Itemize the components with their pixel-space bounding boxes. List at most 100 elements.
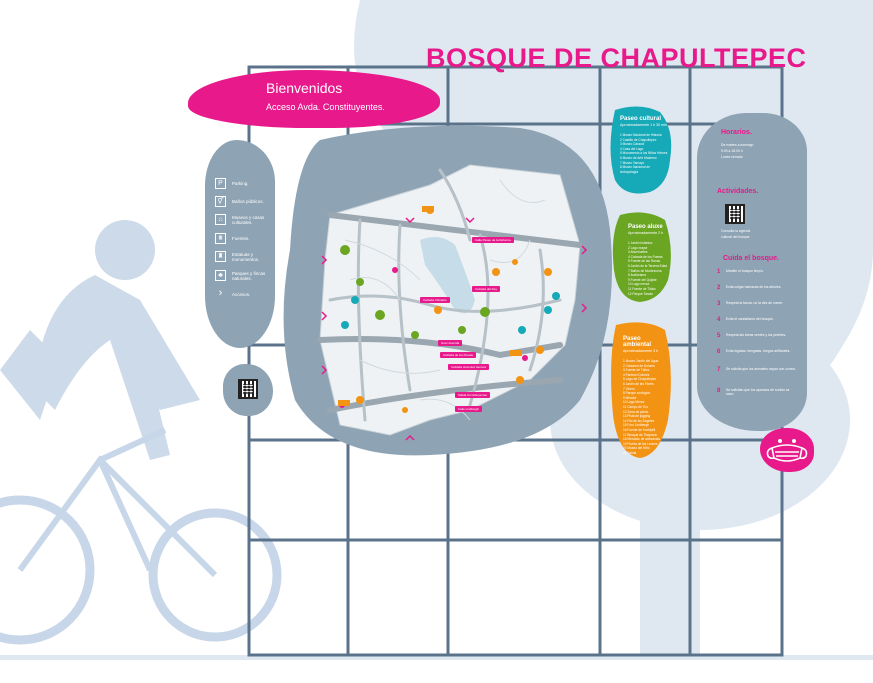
- rule-item: 8 Se solicitan que los aparatos de sonid…: [717, 388, 798, 397]
- list-item: 7 Vivero: [623, 386, 635, 391]
- list-item: 9 Mirador: [623, 395, 637, 400]
- activities-line: cultural del bosque: [721, 235, 750, 239]
- rule-text: Se solicita que los animales vayan con c…: [726, 367, 796, 371]
- list-item: 12 Parque Tarzán: [628, 291, 654, 296]
- hours-line: 5:00 a 18:00 h: [721, 149, 743, 153]
- route-title: Paseo cultural: [620, 116, 662, 122]
- qr-code-icon[interactable]: [725, 204, 745, 224]
- list-item: 16 Fuente de Xochipilli: [623, 427, 656, 432]
- route-duration: Aproximadamente 3 h: [623, 349, 659, 353]
- access-icon: ›: [218, 287, 223, 299]
- legend-label: Museos y casas culturales.: [232, 214, 265, 225]
- rule-text: Mantén el bosque limpio.: [726, 269, 764, 273]
- list-item: 5 Lago de Chapultepec: [623, 377, 656, 382]
- legend-item: ♣ Parques y fincas naturales.: [215, 270, 268, 281]
- route-stops: 1 Jardín botánico 2 Lago mayor 3 Ahuehue…: [628, 241, 668, 296]
- rule-number: 1: [717, 269, 721, 275]
- list-item: 5 Fuente de las Ranas: [628, 259, 661, 264]
- rule-number: 5: [717, 333, 721, 339]
- map-label: Calle Paseo de la Reforma: [472, 237, 514, 243]
- list-item: 3 Fuente de Tláloc: [623, 368, 650, 373]
- qr-code-icon[interactable]: [238, 379, 258, 399]
- info-panel: Horarios. De martes a domingo 5:00 a 18:…: [697, 113, 807, 431]
- rule-item: 4 Evita el vandalismo del bosque.: [717, 317, 798, 323]
- list-item: 21 Salida: [623, 450, 637, 455]
- list-item: 1 Museo Jardín del Agua: [623, 359, 659, 363]
- rule-item: 3 Respeta la fauna, no la des de comer.: [717, 301, 798, 307]
- route-stops: 1 Museo Jardín del Agua 2 Cárcamo de Dol…: [623, 359, 667, 455]
- list-item: 9 Fuente del Quijote: [628, 277, 657, 282]
- rule-item: 2 Evita colgar hamacas de los árboles.: [717, 285, 798, 291]
- legend-item: ⚥ Baños públicos.: [215, 196, 268, 207]
- rules-title: Cuida el bosque.: [723, 255, 780, 262]
- map-legend: P Parking. ⚥ Baños públicos. ⌂ Museos y …: [205, 140, 275, 348]
- rule-number: 8: [717, 388, 721, 394]
- rule-text: Respeta la fauna, no la des de comer.: [726, 301, 784, 305]
- list-item: 19 Puerta de los Leones: [623, 441, 658, 446]
- rule-text: Respeta las áreas verdes y los jardines.: [726, 333, 787, 337]
- map-label: Calzada Juventud Heroica: [448, 364, 490, 370]
- list-item: 7 Museo Tamayo: [620, 160, 645, 165]
- list-item: 3 Ahuehuetes: [628, 250, 648, 255]
- rule-number: 6: [717, 349, 721, 355]
- restroom-icon: ⚥: [215, 196, 226, 207]
- list-item: 2 Lago mayor: [628, 245, 648, 250]
- legend-label: Fuentes.: [232, 236, 250, 241]
- legend-item: P Parking.: [215, 178, 268, 189]
- route-duration: Aproximadamente 1 h 30 min: [620, 123, 667, 127]
- list-item: 10 Lago Menor: [623, 400, 645, 405]
- list-item: 8 Audiorama: [628, 273, 646, 278]
- list-item: 11 Fuente de Tláloc: [628, 286, 656, 291]
- hours-title: Horarios.: [721, 129, 752, 136]
- list-item: 11 Campo de Tiro: [623, 404, 649, 409]
- map-label: Gran Avenida: [438, 340, 463, 346]
- map-label: Calzada Chivatito: [420, 297, 450, 303]
- hours-line: De martes a domingo: [721, 143, 754, 147]
- legend-item: ⌂ Museos y casas culturales.: [215, 214, 268, 225]
- list-item: 4 Panteón Dolores: [623, 372, 650, 377]
- rule-text: Se solicitan que los aparatos de sonido …: [726, 388, 790, 397]
- legend-label: Parking.: [232, 181, 249, 186]
- list-item: 2 Cárcamo de Dolores: [623, 363, 655, 368]
- rule-number: 7: [717, 367, 721, 373]
- list-item: 5 Monumento a los Niños Héroes: [620, 151, 668, 156]
- statue-icon: ♜: [215, 251, 226, 262]
- list-item: 3 Museo Caracol: [620, 142, 645, 147]
- map-label: Calle Lindbergh: [455, 406, 483, 412]
- rule-number: 3: [717, 301, 721, 307]
- map-label: Calzada de los Poetas: [440, 352, 477, 358]
- list-item: 14 Río de los Ángeles: [623, 418, 655, 423]
- welcome-subtitle: Acceso Avda. Constituyentes.: [266, 102, 385, 112]
- rule-item: 1 Mantén el bosque limpio.: [717, 269, 798, 275]
- list-item: 4 Casa del Lago: [620, 146, 644, 151]
- list-item: 2 Castillo de Chapultepec: [620, 137, 657, 142]
- map-label: Calzada del Rey: [472, 286, 501, 292]
- hours-line: Lunes cerrado: [721, 155, 743, 159]
- route-title: Paseo aluxe: [628, 224, 663, 230]
- legend-label: Estatuas y monumentos.: [232, 251, 260, 262]
- route-ambient: Paseo ambiental Aproximadamente 3 h 1 Mu…: [623, 336, 667, 455]
- map-label: Salida Constituyentes: [455, 392, 491, 398]
- route-title: Paseo ambiental: [623, 336, 652, 348]
- rule-text: Evita el vandalismo del bosque.: [726, 317, 774, 321]
- list-item: 13 Pista de jogging: [623, 414, 651, 419]
- list-item: 6 Jardín de las Flores: [623, 381, 654, 386]
- route-stops: 1 Museo Nacional de Historia 2 Castillo …: [620, 133, 668, 174]
- list-item: 8 Museo Nacional de Antropología: [620, 165, 650, 174]
- legend-item: › Accesos.: [215, 287, 268, 300]
- parking-icon: P: [215, 178, 226, 189]
- list-item: 6 Jardín de la Tercera Edad: [628, 263, 668, 268]
- rule-number: 2: [717, 285, 721, 291]
- rule-text: Evita fogatas, bengalas, fuegos artifici…: [726, 349, 791, 353]
- list-item: 18 Mercado de artesanías: [623, 437, 661, 442]
- list-item: 20 Museo del Niño: [623, 446, 650, 451]
- route-duration: Aproximadamente 2 h: [628, 231, 664, 235]
- list-item: 8 Parque ecológico: [623, 391, 651, 396]
- face-mask-icon: [760, 428, 814, 472]
- fountain-icon: ⩩: [215, 233, 226, 244]
- rule-number: 4: [717, 317, 721, 323]
- list-item: 7 Baños de Moctezuma: [628, 268, 662, 273]
- list-item: 10 Lago menor: [628, 282, 650, 287]
- list-item: 12 Zona de picnic: [623, 409, 649, 414]
- activities-title: Actividades.: [717, 188, 759, 195]
